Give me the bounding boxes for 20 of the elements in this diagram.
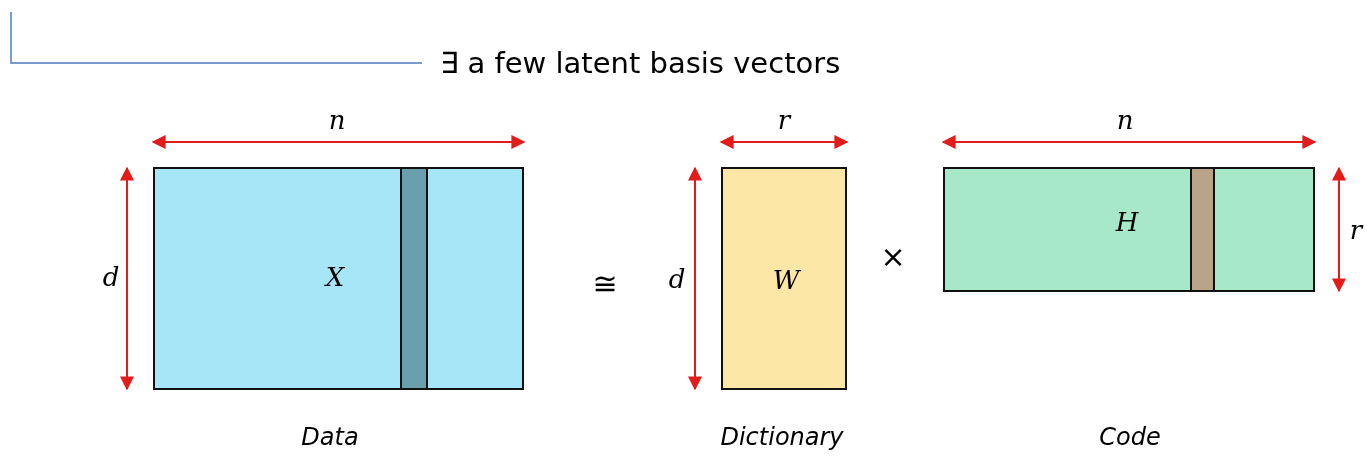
matrix-caption: Data: [301, 425, 359, 449]
operator-symbol: ≅: [592, 269, 618, 299]
heading: ∃ a few latent basis vectors: [440, 46, 841, 81]
matrix-caption: Code: [1099, 425, 1161, 449]
matrix-symbol: H: [1115, 209, 1139, 235]
dimension-label: d: [102, 264, 120, 290]
matrix-block: [153, 167, 524, 390]
column-stripe: [400, 169, 428, 388]
matrix-caption: Dictionary: [720, 425, 844, 449]
dimension-label: n: [1116, 107, 1134, 133]
matrix-block: [943, 167, 1315, 292]
matrix-block: [721, 167, 847, 390]
matrix-symbol: X: [325, 264, 345, 290]
column-stripe: [1190, 169, 1215, 290]
dimension-label: n: [328, 107, 346, 133]
dimension-label: d: [668, 266, 686, 292]
dimension-label: r: [777, 107, 791, 133]
dimension-label: r: [1349, 217, 1363, 243]
operator-symbol: ×: [880, 242, 906, 272]
matrix-symbol: W: [772, 267, 800, 293]
